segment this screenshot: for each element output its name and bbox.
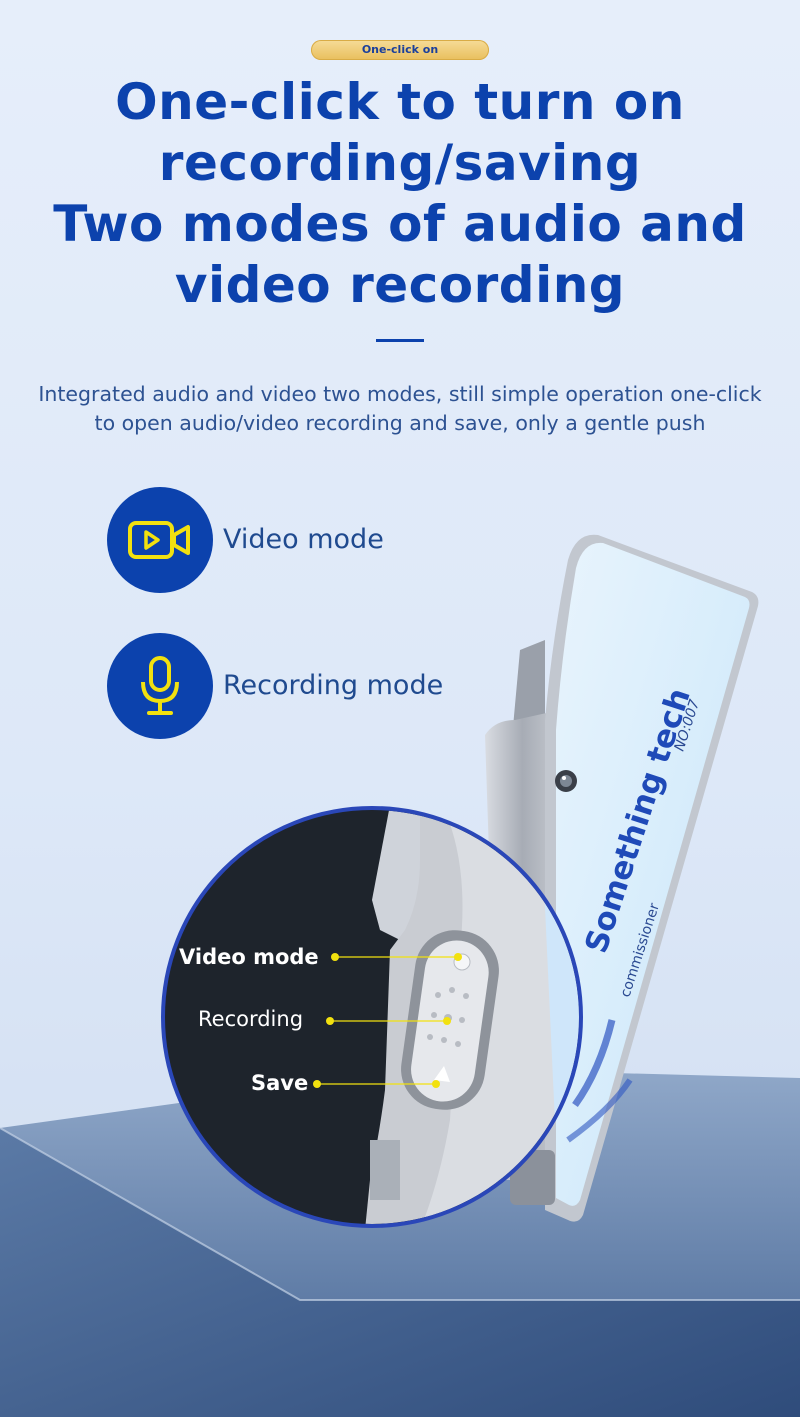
headline-line-3: Two modes of audio and xyxy=(53,195,747,253)
top-badge: One-click on xyxy=(311,40,489,60)
video-camera-icon xyxy=(128,521,190,559)
callout-save: Save xyxy=(251,1071,309,1095)
callout-video-mode: Video mode xyxy=(179,945,319,969)
headline-line-4: video recording xyxy=(174,256,626,314)
headline-line-1: One-click to turn on xyxy=(115,73,685,131)
recording-mode-badge xyxy=(107,633,213,739)
recording-mode-label: Recording mode xyxy=(223,670,444,701)
description: Integrated audio and video two modes, st… xyxy=(38,382,762,435)
video-mode-badge xyxy=(107,487,213,593)
microphone-icon xyxy=(141,656,179,715)
device-illustration: Something tech NO:007 commissioner xyxy=(485,534,759,1222)
video-mode-label: Video mode xyxy=(223,524,384,555)
title-divider xyxy=(376,339,424,342)
callout-recording: Recording xyxy=(198,1007,304,1031)
headline-line-2: recording/saving xyxy=(158,134,642,192)
headline: One-click to turn on recording/saving Tw… xyxy=(0,72,800,316)
